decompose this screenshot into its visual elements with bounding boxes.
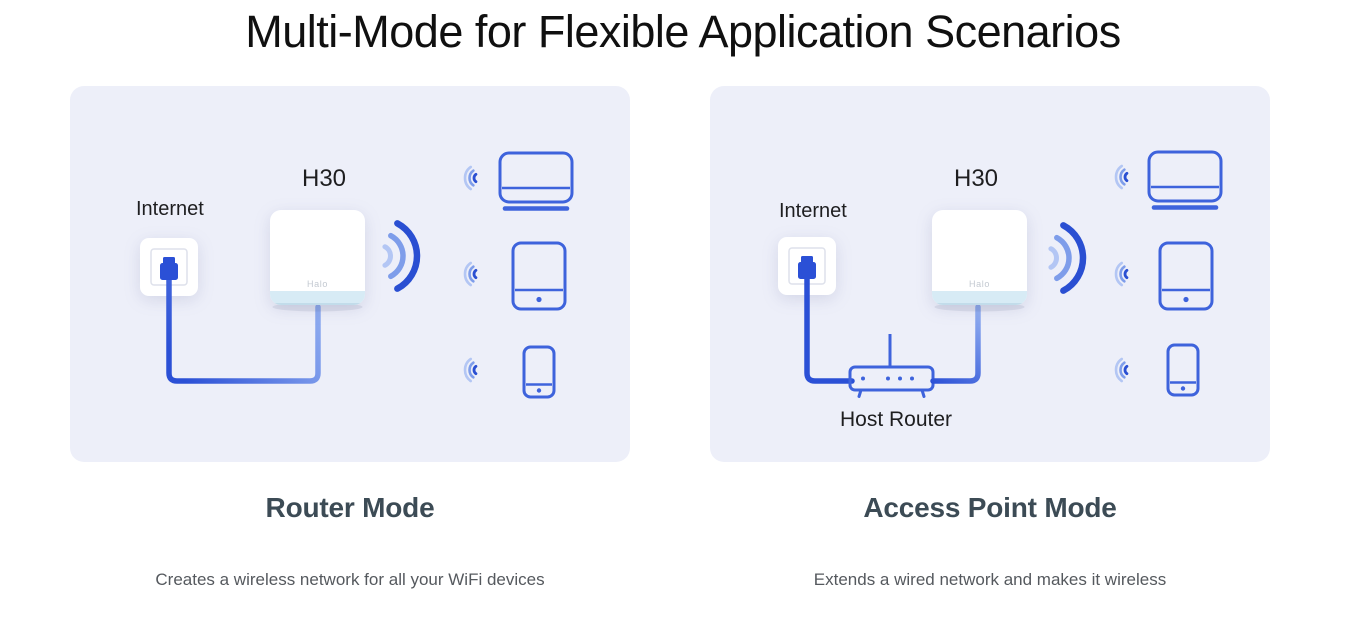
wifi-signal-icon: [463, 261, 478, 287]
ethernet-cable: [804, 275, 855, 384]
h30-label: H30: [954, 165, 999, 192]
h30-device-logo: Halo: [969, 279, 990, 289]
h30-device: Halo: [932, 210, 1027, 312]
access-point-mode-section: Halo: [710, 86, 1270, 590]
router-mode-diagram: Halo: [140, 151, 574, 399]
smartphone-icon: [522, 345, 556, 399]
access-point-mode-panel: Halo: [710, 86, 1270, 462]
router-mode-section: Halo: [70, 86, 630, 590]
wifi-signal-icon: [463, 165, 478, 191]
host-router-label: Host Router: [840, 408, 953, 431]
access-point-mode-description: Extends a wired network and makes it wir…: [813, 570, 1167, 590]
ethernet-plug-icon: [160, 257, 178, 280]
smartphone-icon: [1166, 343, 1200, 397]
internet-label: Internet: [779, 200, 847, 222]
laptop-icon: [498, 151, 574, 211]
router-mode-description: Creates a wireless network for all your …: [155, 570, 545, 590]
ethernet-plug-icon: [798, 256, 816, 279]
h30-label: H30: [302, 165, 347, 192]
ethernet-cable: [930, 304, 981, 384]
internet-label: Internet: [136, 198, 204, 220]
wifi-signal-icon: [1114, 357, 1129, 383]
h30-device: Halo: [270, 210, 365, 312]
wifi-signal-icon: [385, 223, 417, 288]
wifi-signal-icon: [463, 357, 478, 383]
router-mode-panel: Halo: [70, 86, 630, 462]
wifi-signal-icon: [1114, 164, 1129, 190]
wifi-signal-icon: [1051, 225, 1083, 290]
page-title: Multi-Mode for Flexible Application Scen…: [245, 6, 1121, 57]
access-point-mode-heading: Access Point Mode: [863, 492, 1117, 523]
router-mode-heading: Router Mode: [265, 492, 435, 523]
h30-device-logo: Halo: [307, 279, 328, 289]
tablet-icon: [1158, 241, 1214, 311]
laptop-icon: [1147, 150, 1223, 210]
ethernet-cable: [166, 276, 321, 384]
access-point-mode-diagram: Halo: [778, 150, 1223, 398]
tablet-icon: [511, 241, 567, 311]
wifi-signal-icon: [1114, 261, 1129, 287]
host-router-icon: [848, 334, 935, 398]
